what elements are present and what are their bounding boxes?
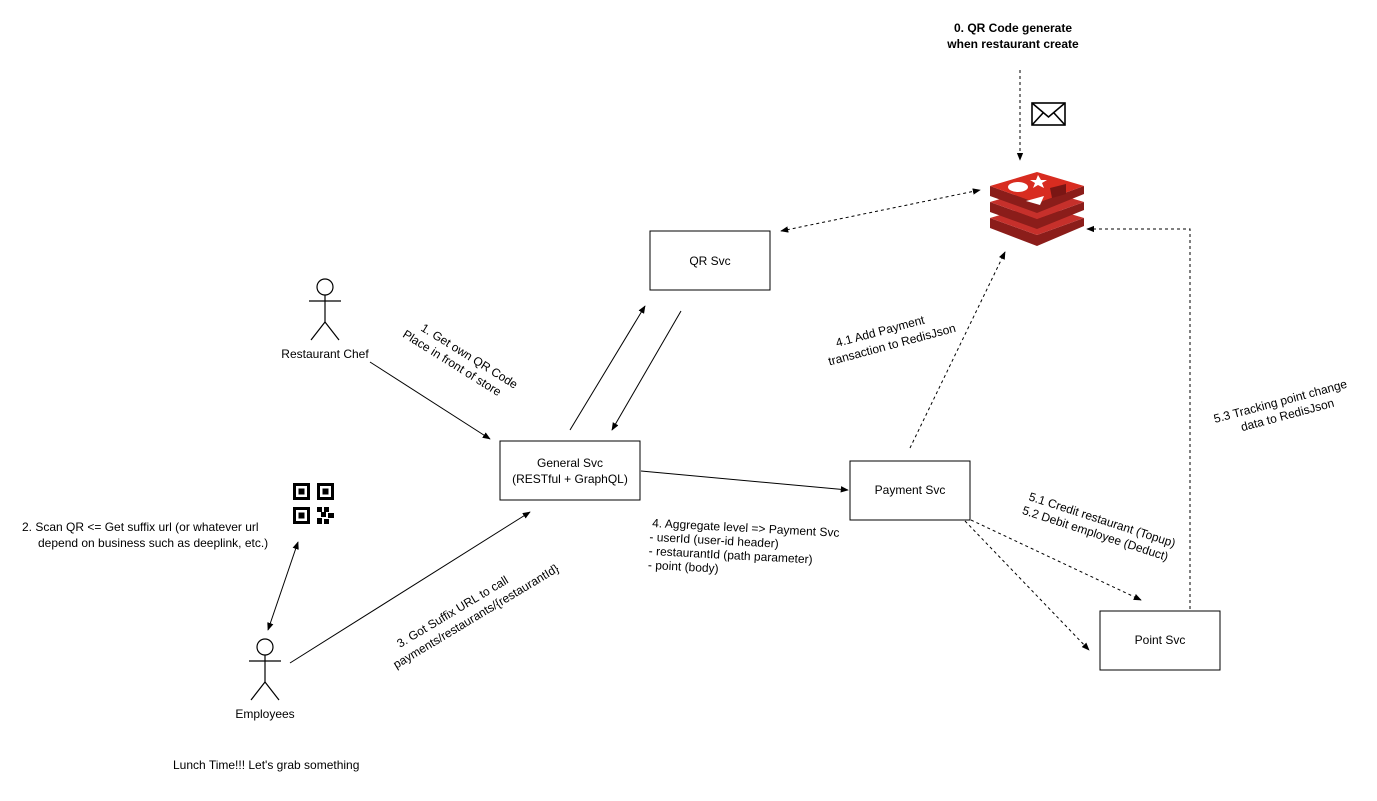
qr-code-icon [293,483,335,525]
footer-caption: Lunch Time!!! Let's grab something [173,758,359,772]
connectors [267,305,849,664]
step2-label: 2. Scan QR <= Get suffix url (or whateve… [22,520,268,550]
svg-text:2. Scan QR <= Get suffix url (: 2. Scan QR <= Get suffix url (or whateve… [22,520,259,534]
qr-redis-arrow [780,188,981,233]
svg-text:payments/restaurants/{restaura: payments/restaurants/{restaurantId} [391,561,562,671]
step1-label: 1. Get own QR Code Place in front of sto… [400,321,520,399]
employees-to-general-arrow [289,511,531,664]
svg-text:0. QR Code generate: 0. QR Code generate [954,21,1072,35]
general-to-qr-arrow [569,305,646,431]
payment-point-arrow-2 [964,520,1090,651]
chef-to-general-arrow [369,361,491,440]
point-redis-arrow [1086,225,1191,609]
restaurant-chef-actor[interactable]: Restaurant Chef [281,278,369,361]
svg-text:- point (body): - point (body) [648,558,719,576]
svg-text:depend on business such as dee: depend on business such as deeplink, etc… [38,536,268,550]
point-svc-label: Point Svc [1135,633,1186,647]
restaurant-chef-label: Restaurant Chef [281,347,369,361]
payment-svc-node[interactable]: Payment Svc [849,460,971,521]
general-svc-label: General Svc [537,456,603,470]
employees-actor[interactable]: Employees [235,638,295,721]
svg-text:- userId (user-id header): - userId (user-id header) [649,530,779,551]
payment-redis-arrow [909,251,1006,449]
qr-employees-arrow [267,541,299,631]
step41-label: 4.1 Add Payment transaction to RedisJson [827,313,958,369]
svg-text:when restaurant create: when restaurant create [946,37,1079,51]
qr-svc-node[interactable]: QR Svc [649,230,771,291]
step51-52-label: 5.1 Credit restaurant (Topup) 5.2 Debit … [1021,490,1178,564]
stick-figure-icon [309,278,341,341]
payment-svc-label: Payment Svc [875,483,946,497]
envelope-icon [1031,102,1066,126]
qr-svc-label: QR Svc [689,254,730,268]
general-svc-sublabel: (RESTful + GraphQL) [512,472,628,486]
redis-logo-icon [990,172,1084,246]
general-to-payment-arrow [640,470,849,493]
qr-to-general-arrow [611,310,682,431]
dashed-connectors [780,70,1191,651]
point-svc-node[interactable]: Point Svc [1099,610,1221,671]
employees-label: Employees [235,707,294,721]
step4-label: 4. Aggregate level => Payment Svc - user… [648,516,840,576]
step53-label: 5.3 Tracking point change data to RedisJ… [1212,377,1349,434]
step3-label: 3. Got Suffix URL to call payments/resta… [391,561,562,671]
general-svc-node[interactable]: General Svc (RESTful + GraphQL) [499,440,641,501]
step0-label: 0. QR Code generate when restaurant crea… [946,21,1079,51]
stick-figure-icon [249,638,281,701]
payment-point-arrow-1 [970,519,1142,601]
